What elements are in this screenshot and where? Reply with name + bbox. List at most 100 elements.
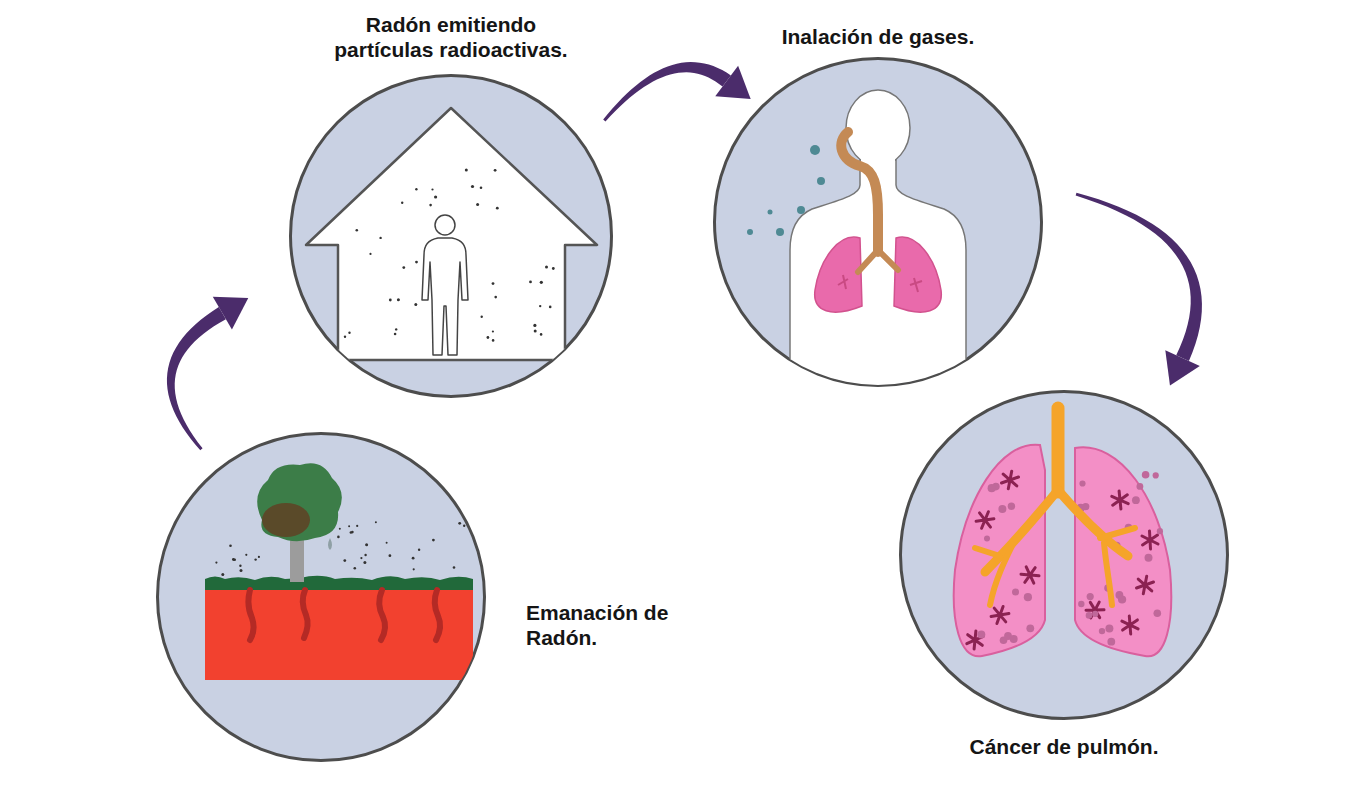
dot [1086,612,1093,619]
dot [492,282,495,285]
stage-circle: Emanación de Radón. [156,432,486,762]
label-group: Cáncer de pulmón. [969,734,1158,759]
stage-label: Inalación de gases. [782,24,975,49]
dot [998,505,1006,513]
crack [435,590,440,640]
dot [540,281,543,284]
dot [465,169,468,172]
lesion [1086,602,1104,618]
dot [401,202,403,204]
person-head [435,215,455,235]
circle-shape [291,76,612,397]
dot [360,557,362,559]
dot [817,177,825,185]
lungs-illustration [954,408,1172,656]
dot [432,539,435,542]
dot [350,531,353,534]
dot [533,324,536,327]
stage-circle: Cáncer de pulmón. [899,390,1229,720]
dot [1008,503,1015,510]
dot [977,630,985,638]
dot [434,195,437,198]
dot [354,567,357,570]
lesions [967,471,1158,649]
dot [1024,593,1032,601]
lesion [1142,531,1158,549]
dot [1105,625,1113,633]
circle-shape [158,434,485,761]
dot [487,336,490,339]
dot [233,558,236,561]
arrow-head [213,297,248,330]
dot [258,556,260,558]
circle-shape [715,59,1042,386]
person-body [422,238,468,355]
dot [1154,609,1162,617]
arrow-body [167,307,226,450]
dot [539,305,541,307]
dot [1107,638,1115,646]
dot [351,531,354,534]
dot [988,484,996,492]
dot [492,339,495,342]
ground-illustration [205,463,473,680]
dot [1026,624,1034,632]
mark [838,275,922,292]
dot [1137,483,1144,490]
arrow-body [1076,193,1202,361]
stage-circle: Inalación de gases. [713,57,1043,387]
dot [339,528,341,530]
dot [453,566,456,569]
dot [356,229,359,232]
drop [328,538,332,550]
label-group: Emanación de Radón. [526,600,691,650]
dot [1010,635,1018,643]
dot [364,554,366,556]
grass [205,576,473,590]
dot [481,316,483,318]
dot [1153,472,1159,478]
trachea [1052,408,1065,492]
dot [221,573,224,576]
lesion [991,607,1009,624]
dot [496,207,499,210]
lesion [1021,567,1039,583]
dot [369,253,371,255]
crack [379,590,385,640]
tree-canopy [257,463,342,541]
dot [776,228,784,236]
dot [768,210,773,215]
dot [379,237,381,239]
dot [245,554,247,556]
dot [429,204,432,207]
dot [1079,480,1085,486]
dot [413,568,415,570]
lesion [1122,616,1138,634]
label-group: Inalación de gases. [782,24,975,49]
dot [797,206,805,214]
circle-outline [156,432,486,762]
lung [1075,447,1171,656]
dot [348,525,350,527]
dot [494,169,497,172]
dot [375,521,377,523]
lesion [1002,471,1019,489]
neck [861,155,895,175]
dot [1116,591,1124,599]
head-outline [846,90,910,166]
gas-dots [747,145,825,236]
crack [303,590,308,638]
dot [363,561,366,564]
dot [1082,503,1089,510]
dot [1099,628,1105,634]
lesion [1112,491,1128,509]
dot [545,266,548,269]
dot [337,536,340,539]
lung [815,237,862,312]
dot [463,525,465,527]
tree-trunk [290,540,304,582]
dot [529,281,532,284]
circle-outline [289,74,613,398]
dot [1132,496,1140,504]
dot [1077,504,1085,512]
